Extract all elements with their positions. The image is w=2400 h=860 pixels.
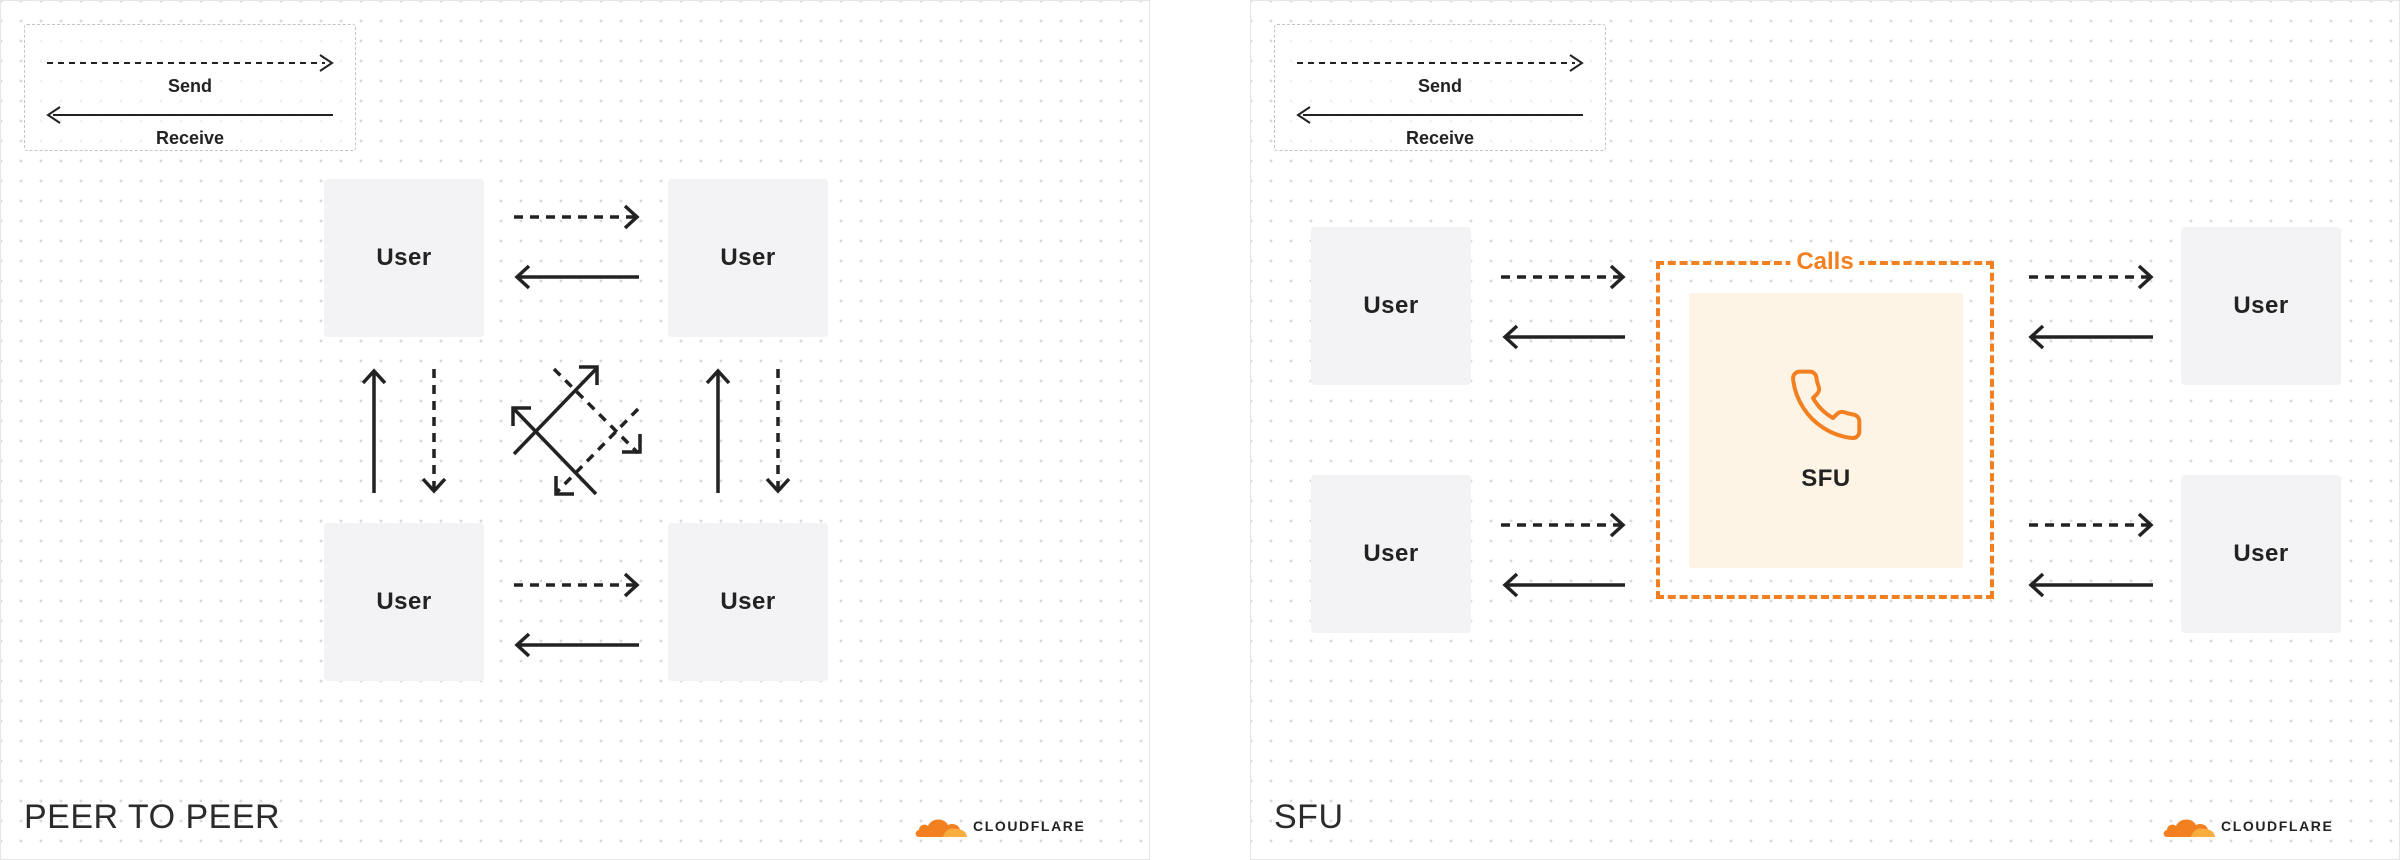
sfu-arrows — [1501, 264, 2154, 598]
cloudflare-logo: CLOUDFLARE — [2161, 813, 2333, 839]
user-box-top-right: User — [2181, 227, 2341, 385]
panel-title: PEER TO PEER — [24, 798, 281, 836]
legend-arrows — [1296, 54, 1584, 124]
user-label: User — [376, 244, 432, 271]
cloudflare-cloud-icon — [915, 819, 967, 837]
sfu-node: SFU — [1689, 293, 1963, 568]
legend-send-label: Send — [1409, 75, 1471, 97]
legend-receive-label: Receive — [1397, 127, 1483, 149]
cloudflare-wordmark: CLOUDFLARE — [2221, 818, 2334, 834]
phone-icon — [1791, 369, 1862, 441]
legend-receive-label: Receive — [147, 127, 233, 149]
user-label: User — [720, 588, 776, 615]
user-box-bottom-left: User — [324, 523, 484, 681]
user-box-bottom-left: User — [1311, 475, 1471, 633]
user-label: User — [376, 588, 432, 615]
legend: Send Receive — [1274, 24, 1606, 151]
sfu-label: SFU — [1801, 465, 1851, 492]
user-label: User — [1363, 292, 1419, 319]
user-label: User — [2233, 292, 2289, 319]
user-box-top-left: User — [1311, 227, 1471, 385]
sfu-panel: Send Receive User User User User Calls S… — [1250, 0, 2400, 860]
panel-title: SFU — [1274, 798, 1344, 836]
calls-boundary: Calls — [1656, 247, 1994, 599]
legend: Send Receive — [24, 24, 356, 151]
user-box-bottom-right: User — [668, 523, 828, 681]
user-label: User — [2233, 540, 2289, 567]
p2p-arrows — [361, 204, 791, 658]
user-label: User — [1363, 540, 1419, 567]
user-box-bottom-right: User — [2181, 475, 2341, 633]
user-label: User — [720, 244, 776, 271]
user-box-top-right: User — [668, 179, 828, 337]
cloudflare-cloud-icon — [2163, 819, 2215, 837]
user-box-top-left: User — [324, 179, 484, 337]
cloudflare-logo: CLOUDFLARE — [913, 813, 1085, 839]
legend-arrows — [46, 54, 334, 124]
peer-to-peer-panel: Send Receive User User User User — [0, 0, 1150, 860]
calls-label: Calls — [1790, 247, 1860, 277]
legend-send-label: Send — [159, 75, 221, 97]
cloudflare-wordmark: CLOUDFLARE — [973, 818, 1086, 834]
